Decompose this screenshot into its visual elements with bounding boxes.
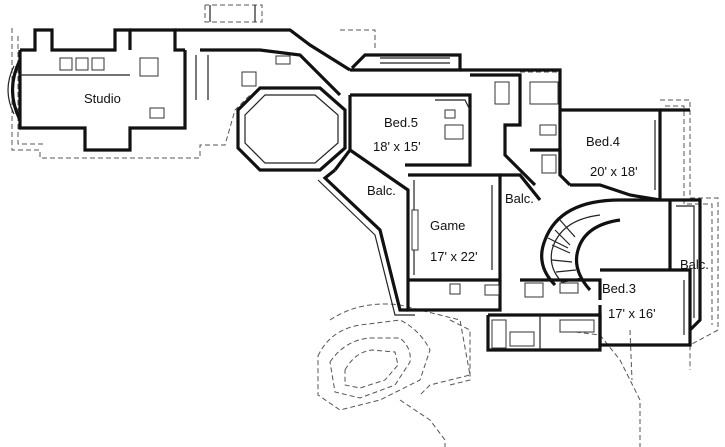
bed4-size: 20' x 18' [590,164,638,179]
game-size: 17' x 22' [430,249,478,264]
bed4-label: Bed.4 [586,134,620,149]
bed3-walls [520,268,692,347]
game-walls [406,173,502,312]
center-walls [175,5,351,172]
bed5-label: Bed.5 [384,115,418,130]
bed3-label: Bed.3 [602,281,636,296]
studio-walls [7,28,187,152]
roof-outline [11,4,719,447]
bed4-walls [558,108,690,202]
balc-right-label: Balc. [680,257,709,272]
bed3-size: 17' x 16' [608,306,656,321]
spiral-stair [540,198,672,292]
lower-bath-walls [486,313,602,352]
game-label: Game [430,218,466,233]
balc-right-walls [670,198,702,332]
balc-left-label: Balc. [367,183,396,198]
mid-hall-walls [460,68,572,201]
balc-left-walls [317,148,415,316]
studio-label: Studio [84,91,121,106]
balc-mid-label: Balc. [505,191,534,206]
bed5-size: 18' x 15' [373,139,421,154]
